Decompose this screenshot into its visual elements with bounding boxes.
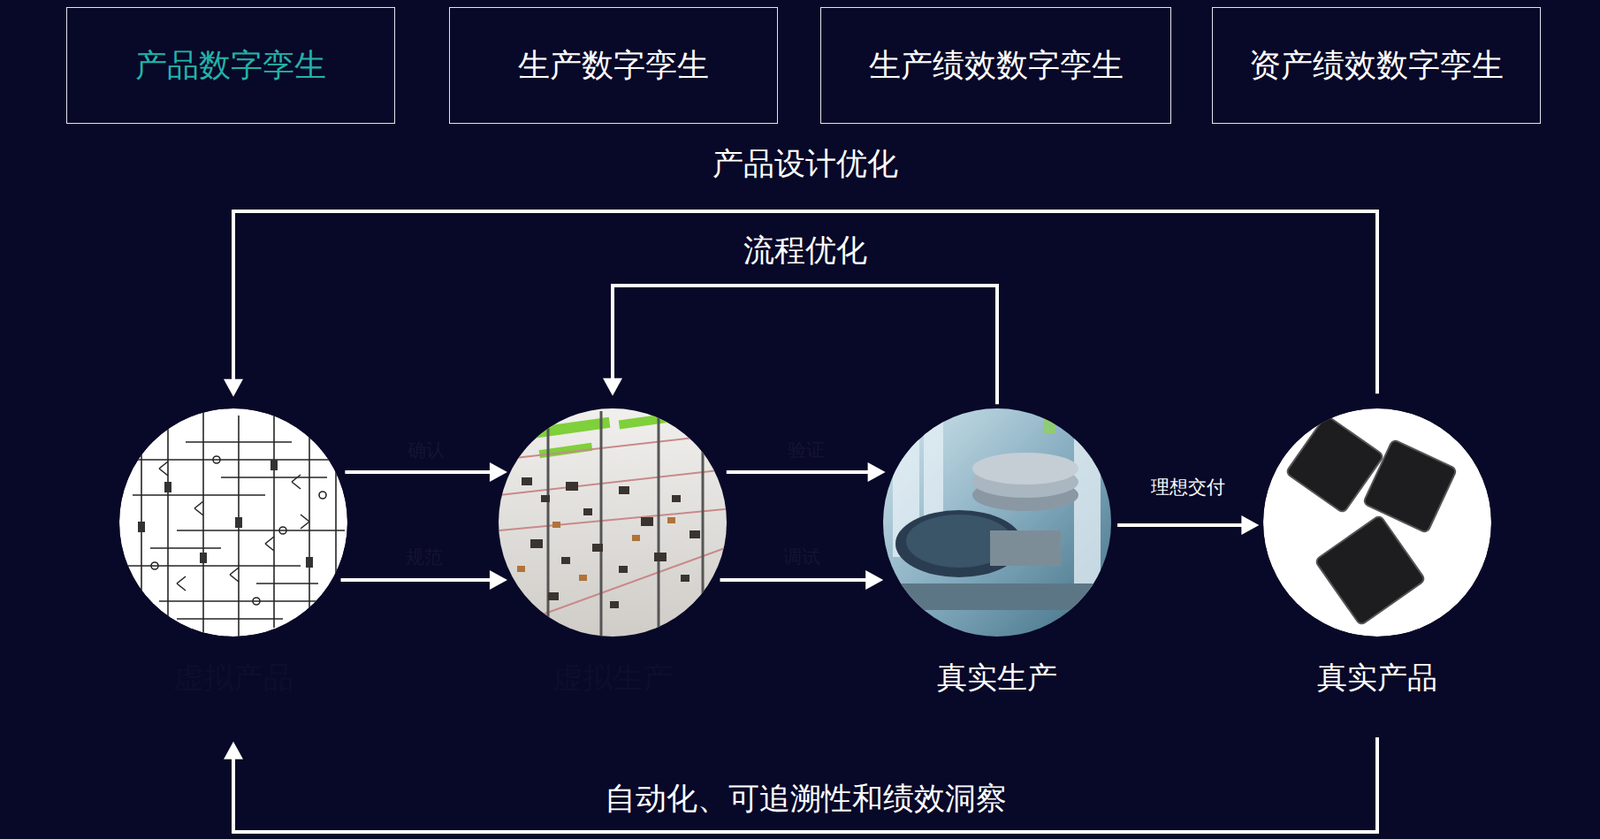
node-label: 产品数字孪生: [135, 44, 327, 88]
connector-line: [233, 737, 1378, 832]
flow-connector: [726, 462, 886, 482]
node-label: 资产绩效数字孪生: [1249, 44, 1504, 88]
arrowhead: [223, 741, 244, 760]
edge-label: 自动化、可追溯性和绩效洞察: [604, 779, 1007, 817]
flow-connector: [223, 737, 1378, 832]
chip-photo: [1263, 408, 1492, 637]
edge-label: 规范: [405, 546, 443, 569]
node-label: 真实产品: [1317, 657, 1438, 699]
arrowhead: [223, 379, 244, 397]
connector-line: [233, 211, 1378, 394]
node-label: 生产绩效数字孪生: [868, 44, 1124, 88]
flow-connector: [341, 570, 508, 590]
flow-connector: [1117, 515, 1259, 535]
factory-model: [495, 406, 734, 641]
arrowhead: [868, 462, 886, 482]
twin-box: 生产数字孪生: [449, 7, 778, 124]
node-label: 虚拟生产: [552, 657, 673, 699]
twin-box: 资产绩效数字孪生: [1211, 7, 1541, 124]
edge-label: 产品设计优化: [712, 144, 899, 183]
edge-label: 调试: [783, 546, 821, 569]
circuit-schematic: [119, 408, 348, 637]
connector-line: [612, 285, 998, 404]
connector-line: [341, 578, 494, 582]
flow-connector: [720, 570, 884, 590]
node-label: 生产数字孪生: [518, 44, 709, 88]
flow-connector: [223, 211, 1378, 397]
edge-label: 理想交付: [1150, 476, 1226, 499]
edge-label: 流程优化: [743, 231, 868, 269]
twin-box: 产品数字孪生: [66, 7, 396, 124]
arrowhead: [865, 570, 884, 590]
connector-line: [1117, 523, 1245, 527]
node-label: 真实生产: [937, 657, 1058, 699]
connector-line: [726, 470, 872, 474]
edge-label: 验证: [787, 439, 825, 462]
arrowhead: [1241, 515, 1259, 535]
arrowhead: [489, 570, 508, 590]
twin-box: 生产绩效数字孪生: [820, 7, 1172, 124]
node-label: 虚拟产品: [173, 657, 294, 699]
connector-line: [344, 470, 494, 474]
connector-line: [720, 578, 870, 582]
flow-connector: [602, 285, 998, 404]
arrowhead: [489, 462, 508, 482]
arrowhead: [602, 378, 623, 397]
production-machine: [879, 406, 1119, 641]
flow-connector: [344, 462, 508, 482]
edge-label: 确认: [407, 439, 445, 462]
